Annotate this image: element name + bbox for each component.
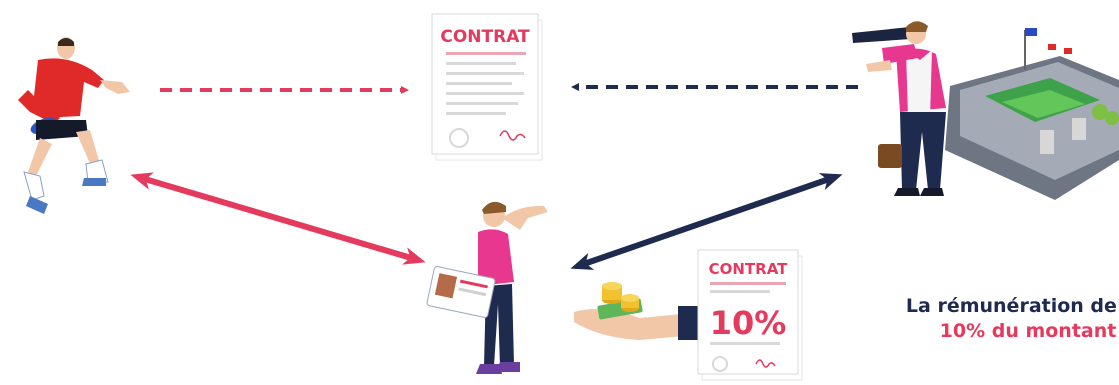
contract-document-bottom: CONTRAT 10% xyxy=(697,249,803,381)
caption-line-2: 10% du montant xyxy=(939,320,1117,342)
remuneration-caption: La rémunération de l’a 10% du montant xyxy=(818,294,1119,344)
caption-line-1: La rémunération de l’a xyxy=(905,295,1119,317)
id-card-icon xyxy=(426,266,496,318)
coin-stack-icon xyxy=(602,282,639,312)
contract-bottom-title: CONTRAT xyxy=(709,260,789,278)
agent-illustration xyxy=(426,201,548,374)
money-hand-illustration xyxy=(574,282,698,340)
contract-bottom-percent: 10% xyxy=(710,304,787,342)
contract-document-top: CONTRAT xyxy=(431,13,543,161)
stadium-illustration xyxy=(945,28,1119,200)
agent-club-double-arrow xyxy=(570,173,843,270)
rugby-player-illustration xyxy=(18,37,130,214)
club-manager-illustration xyxy=(852,21,946,196)
contract-top-title: CONTRAT xyxy=(440,27,530,47)
player-agent-double-arrow xyxy=(130,172,426,265)
